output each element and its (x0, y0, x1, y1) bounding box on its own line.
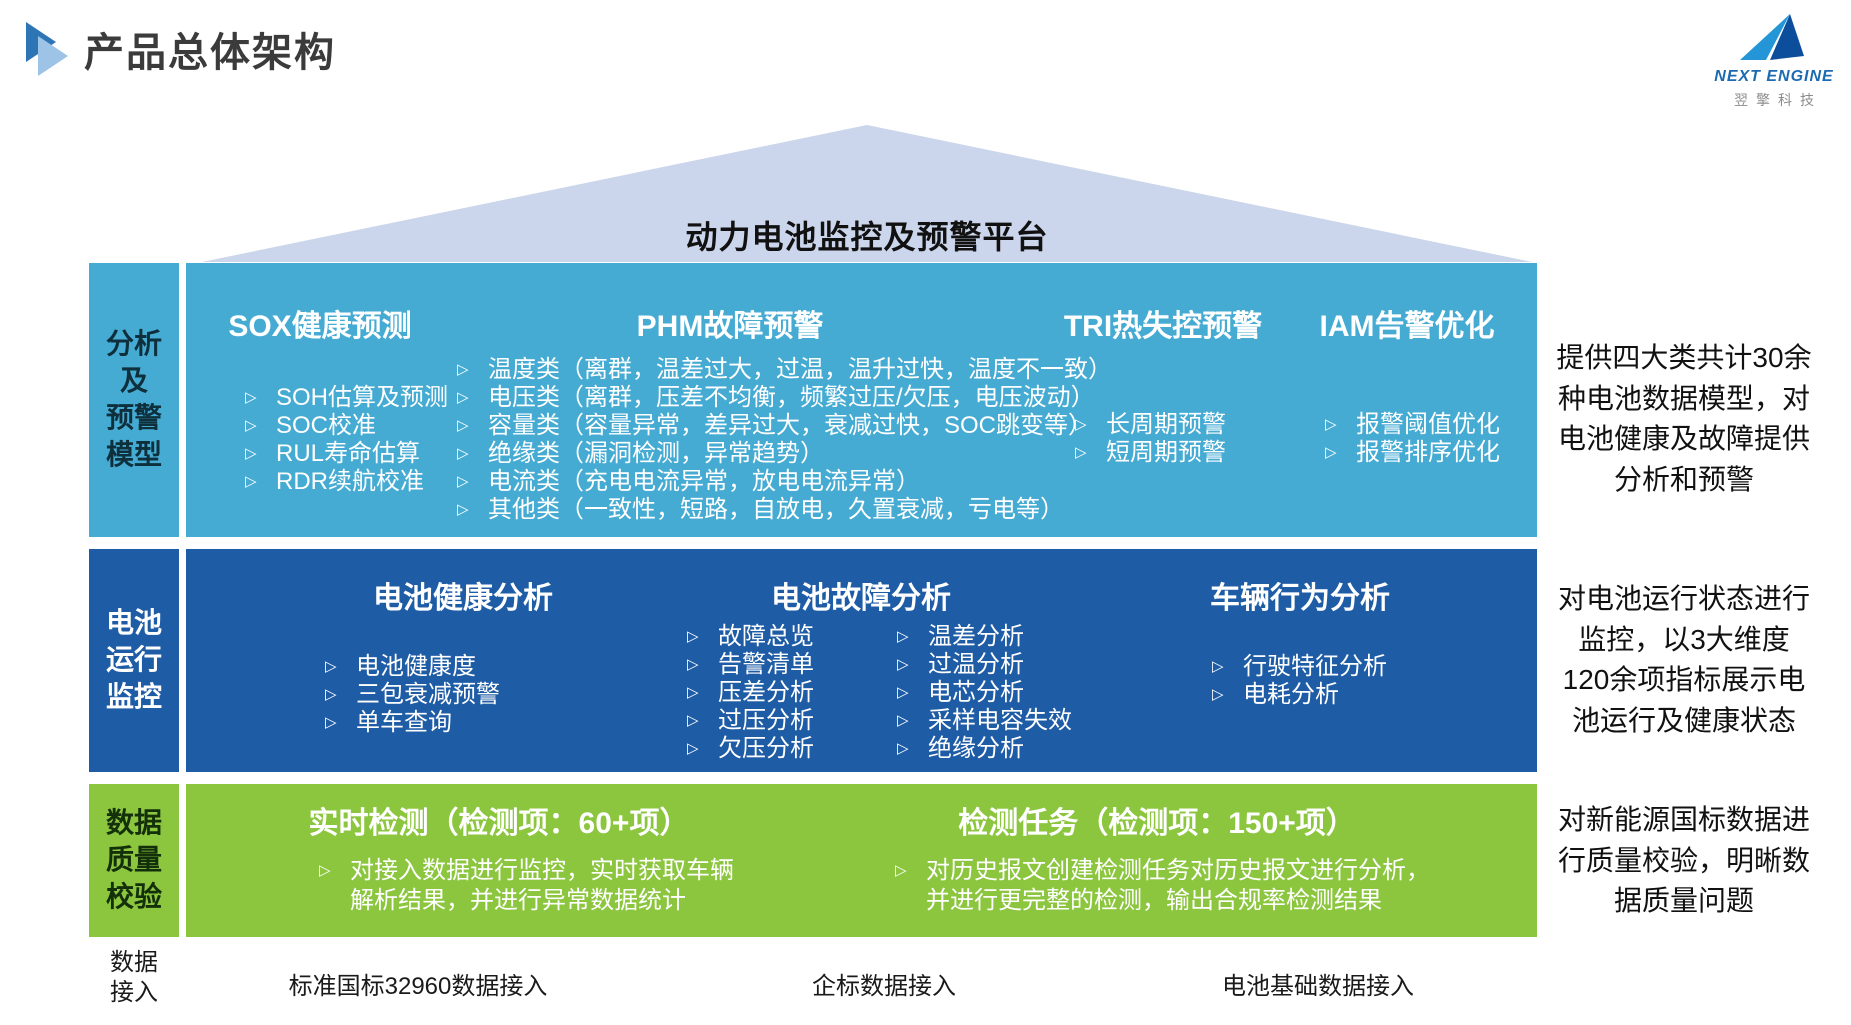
list-item: RUL寿命估算 (242, 440, 448, 468)
platform-title: 动力电池监控及预警平台 (685, 219, 1049, 255)
brand-name: NEXT ENGINE (1714, 68, 1834, 85)
heading-check-task: 检测任务（检测项：150+项） (958, 807, 1356, 840)
battery-fault-right-list: 温差分析 过温分析 电芯分析 采样电容失效 绝缘分析 (894, 623, 1072, 763)
list-item: 电芯分析 (894, 679, 1072, 707)
list-item: 单车查询 (322, 709, 500, 737)
heading-iam: IAM告警优化 (1319, 310, 1495, 343)
iam-item-list: 报警阈值优化 报警排序优化 (1322, 411, 1500, 467)
layer-analysis-models: SOX健康预测 PHM故障预警 TRI热失控预警 IAM告警优化 SOH估算及预… (186, 263, 1537, 537)
next-engine-logo-icon (1740, 14, 1804, 60)
note-battery-monitoring: 对电池运行状态进行监控，以3大维度120余项指标展示电池运行及健康状态 (1557, 583, 1810, 736)
list-item: 报警阈值优化 (1322, 411, 1500, 439)
phm-item-list: 温度类（离群，温差过大，过温，温升过快，温度不一致） 电压类（离群，压差不均衡，… (454, 356, 1112, 524)
heading-phm: PHM故障预警 (636, 310, 824, 343)
data-access-item: 标准国标32960数据接入 (288, 973, 548, 1000)
heading-vehicle-behavior: 车辆行为分析 (1210, 582, 1390, 615)
battery-fault-left-list: 故障总览 告警清单 压差分析 过压分析 欠压分析 (684, 623, 814, 763)
list-item: 告警清单 (684, 651, 814, 679)
list-item: 电压类（离群，压差不均衡，频繁过压/欠压，电压波动） (454, 384, 1112, 412)
list-item: 电流类（充电电流异常，放电电流异常） (454, 468, 1112, 496)
heading-tri: TRI热失控预警 (1063, 310, 1263, 343)
tri-item-list: 长周期预警 短周期预警 (1072, 411, 1226, 467)
list-item: 电池健康度 (322, 653, 500, 681)
vehicle-behavior-item-list: 行驶特征分析 电耗分析 (1209, 653, 1387, 709)
list-item: 故障总览 (684, 623, 814, 651)
header: 产品总体架构 (24, 20, 336, 78)
list-item: SOC校准 (242, 412, 448, 440)
heading-realtime-check: 实时检测（检测项：60+项） (308, 807, 690, 840)
list-item: 报警排序优化 (1322, 439, 1500, 467)
list-item: 绝缘分析 (894, 735, 1072, 763)
battery-health-item-list: 电池健康度 三包衰减预警 单车查询 (322, 653, 500, 737)
list-item: 对历史报文创建检测任务对历史报文进行分析， 并进行更完整的检测，输出合规率检测结… (892, 856, 1430, 916)
data-access-item: 电池基础数据接入 (1222, 973, 1414, 1000)
realtime-check-item-list: 对接入数据进行监控，实时获取车辆 解析结果，并进行异常数据统计 (316, 856, 734, 916)
data-access-item: 企标数据接入 (812, 973, 956, 1000)
heading-sox: SOX健康预测 (228, 310, 412, 343)
list-item: 采样电容失效 (894, 707, 1072, 735)
brand-logo: NEXT ENGINE 翌擎科技 (1700, 10, 1848, 110)
sidebar-analysis-models: 分析 及 预警 模型 (89, 263, 179, 537)
title-marker-icon (26, 22, 68, 76)
list-item: 长周期预警 (1072, 411, 1226, 439)
list-item: 温差分析 (894, 623, 1072, 651)
list-item: 过温分析 (894, 651, 1072, 679)
layer-battery-monitoring: 电池健康分析 电池故障分析 车辆行为分析 电池健康度 三包衰减预警 单车查询 故… (186, 549, 1537, 772)
check-task-item-list: 对历史报文创建检测任务对历史报文进行分析， 并进行更完整的检测，输出合规率检测结… (892, 856, 1430, 916)
note-analysis-models: 提供四大类共计30余种电池数据模型，对电池健康及故障提供分析和预警 (1556, 342, 1812, 495)
list-item: 欠压分析 (684, 735, 814, 763)
list-item: 对接入数据进行监控，实时获取车辆 解析结果，并进行异常数据统计 (316, 856, 734, 916)
page-title: 产品总体架构 (84, 31, 336, 75)
sidebar-data-access: 数据 接入 (110, 949, 158, 1006)
sidebar-battery-monitoring: 电池 运行 监控 (89, 549, 179, 772)
layer-data-quality: 实时检测（检测项：60+项） 检测任务（检测项：150+项） 对接入数据进行监控… (186, 784, 1537, 937)
list-item: RDR续航校准 (242, 468, 448, 496)
list-item: 温度类（离群，温差过大，过温，温升过快，温度不一致） (454, 356, 1112, 384)
brand-company-name: 翌擎科技 (1734, 92, 1822, 108)
list-item: 绝缘类（漏洞检测，异常趋势） (454, 440, 1112, 468)
list-item: 其他类（一致性，短路，自放电，久置衰减，亏电等） (454, 496, 1112, 524)
list-item: 电耗分析 (1209, 681, 1387, 709)
list-item: 三包衰减预警 (322, 681, 500, 709)
list-item: 压差分析 (684, 679, 814, 707)
heading-battery-fault: 电池故障分析 (771, 582, 951, 615)
note-data-quality: 对新能源国标数据进行质量校验，明晰数据质量问题 (1557, 804, 1810, 917)
list-item: 容量类（容量异常，差异过大，衰减过快，SOC跳变等） (454, 412, 1112, 440)
list-item: SOH估算及预测 (242, 384, 448, 412)
list-item: 行驶特征分析 (1209, 653, 1387, 681)
list-item: 过压分析 (684, 707, 814, 735)
sidebar-data-quality: 数据 质量 校验 (89, 784, 179, 937)
sox-item-list: SOH估算及预测 SOC校准 RUL寿命估算 RDR续航校准 (242, 384, 448, 496)
list-item: 短周期预警 (1072, 439, 1226, 467)
heading-battery-health: 电池健康分析 (373, 582, 553, 615)
